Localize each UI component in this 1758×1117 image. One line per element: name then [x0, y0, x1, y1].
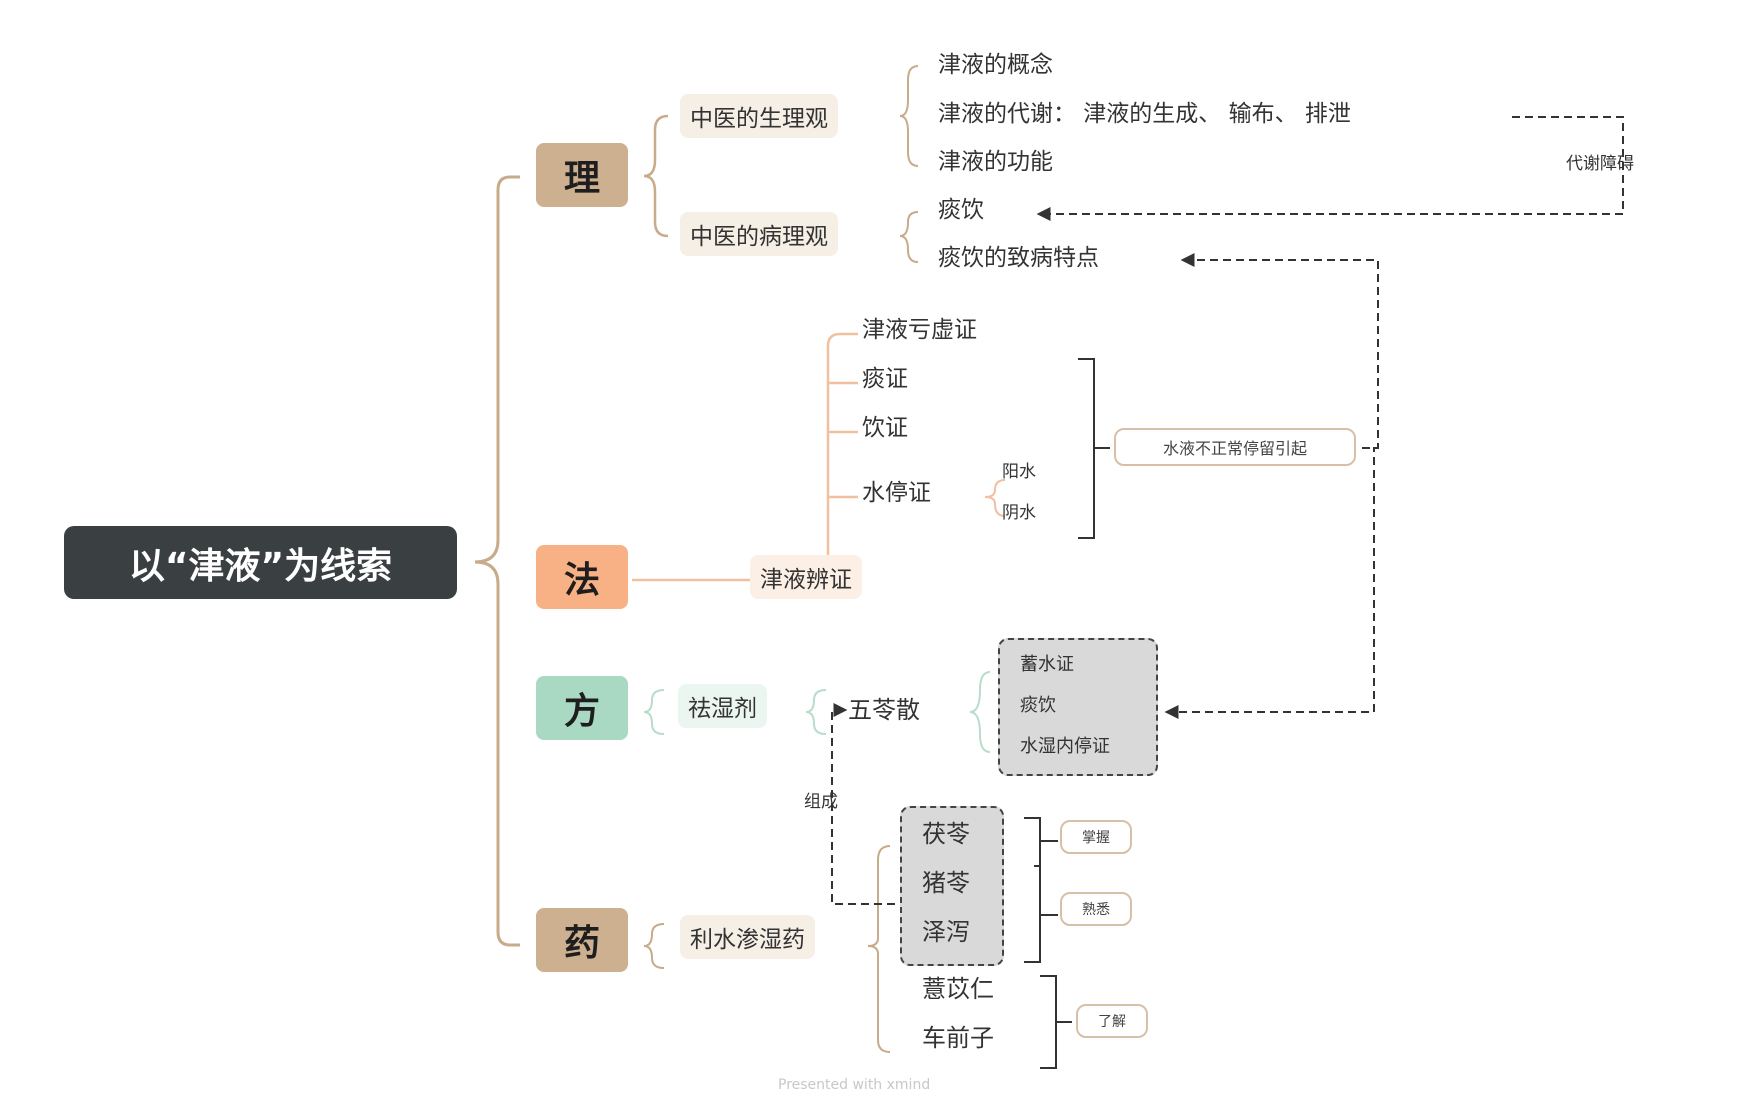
- footer-credit: Presented with xmind: [778, 1077, 931, 1093]
- level-understand-label: 了解: [1098, 1014, 1126, 1030]
- herb-yiyiren[interactable]: 薏苡仁: [922, 975, 994, 1003]
- indication-water-retention[interactable]: 蓄水证: [1020, 654, 1074, 675]
- core-herbs-box: [900, 806, 1004, 966]
- node-diuretic-herbs-label: 利水渗湿药: [690, 927, 805, 953]
- node-fa[interactable]: 法: [536, 545, 628, 609]
- node-physiology-label: 中医的生理观: [690, 106, 828, 132]
- indication-damp-retention[interactable]: 水湿内停证: [1020, 736, 1110, 757]
- level-master[interactable]: 掌握: [1060, 820, 1132, 854]
- level-familiar[interactable]: 熟悉: [1060, 892, 1132, 926]
- node-yao[interactable]: 药: [536, 908, 628, 972]
- node-physiology[interactable]: 中医的生理观: [680, 94, 838, 138]
- node-pathology-label: 中医的病理观: [690, 224, 828, 250]
- node-fang-label: 方: [563, 691, 600, 732]
- node-cause-label: 水液不正常停留引起: [1162, 439, 1307, 458]
- node-dampness-formula[interactable]: 祛湿剂: [678, 684, 767, 728]
- node-pathology[interactable]: 中医的病理观: [680, 212, 838, 256]
- item-tanyin-features[interactable]: 痰饮的致病特点: [938, 245, 1099, 271]
- herb-fuling[interactable]: 茯苓: [922, 820, 970, 848]
- item-metabolism[interactable]: 津液的代谢： 津液的生成、 输布、 排泄: [938, 101, 1351, 127]
- link-label-metabolic-disorder: 代谢障碍: [1566, 154, 1634, 174]
- node-yao-label: 药: [563, 923, 600, 964]
- item-yang-edema[interactable]: 阳水: [1002, 462, 1036, 482]
- node-cause[interactable]: 水液不正常停留引起: [1114, 428, 1356, 466]
- herb-cheqianzi[interactable]: 车前子: [922, 1024, 994, 1052]
- node-syndrome-differentiation-label: 津液辨证: [760, 567, 852, 593]
- node-li-label: 理: [563, 158, 600, 199]
- node-syndrome-differentiation[interactable]: 津液辨证: [750, 555, 862, 599]
- link-label-composition: 组成: [804, 792, 838, 812]
- item-water-retention[interactable]: 水停证: [862, 480, 931, 506]
- node-dampness-formula-label: 祛湿剂: [688, 696, 757, 722]
- root-node[interactable]: 以“津液”为线索: [64, 526, 457, 599]
- indication-tanyin[interactable]: 痰饮: [1020, 695, 1056, 716]
- node-diuretic-herbs[interactable]: 利水渗湿药: [680, 915, 815, 959]
- node-wuling-powder[interactable]: 五苓散: [848, 696, 920, 724]
- item-concept[interactable]: 津液的概念: [938, 52, 1053, 78]
- item-yin-edema[interactable]: 阴水: [1002, 503, 1036, 523]
- herb-zhuling[interactable]: 猪苓: [922, 869, 970, 897]
- level-master-label: 掌握: [1082, 830, 1110, 846]
- level-understand[interactable]: 了解: [1076, 1004, 1148, 1038]
- herb-zexie[interactable]: 泽泻: [922, 918, 970, 946]
- indications-box: [998, 638, 1158, 776]
- item-tanyin[interactable]: 痰饮: [938, 197, 984, 223]
- node-fang[interactable]: 方: [536, 676, 628, 740]
- node-li[interactable]: 理: [536, 143, 628, 207]
- level-familiar-label: 熟悉: [1082, 902, 1110, 918]
- node-fa-label: 法: [563, 560, 600, 601]
- item-fluid[interactable]: 饮证: [862, 415, 908, 441]
- item-deficiency[interactable]: 津液亏虚证: [862, 317, 977, 343]
- item-phlegm[interactable]: 痰证: [862, 366, 908, 392]
- root-label: 以“津液”为线索: [128, 545, 393, 587]
- item-function[interactable]: 津液的功能: [938, 149, 1053, 175]
